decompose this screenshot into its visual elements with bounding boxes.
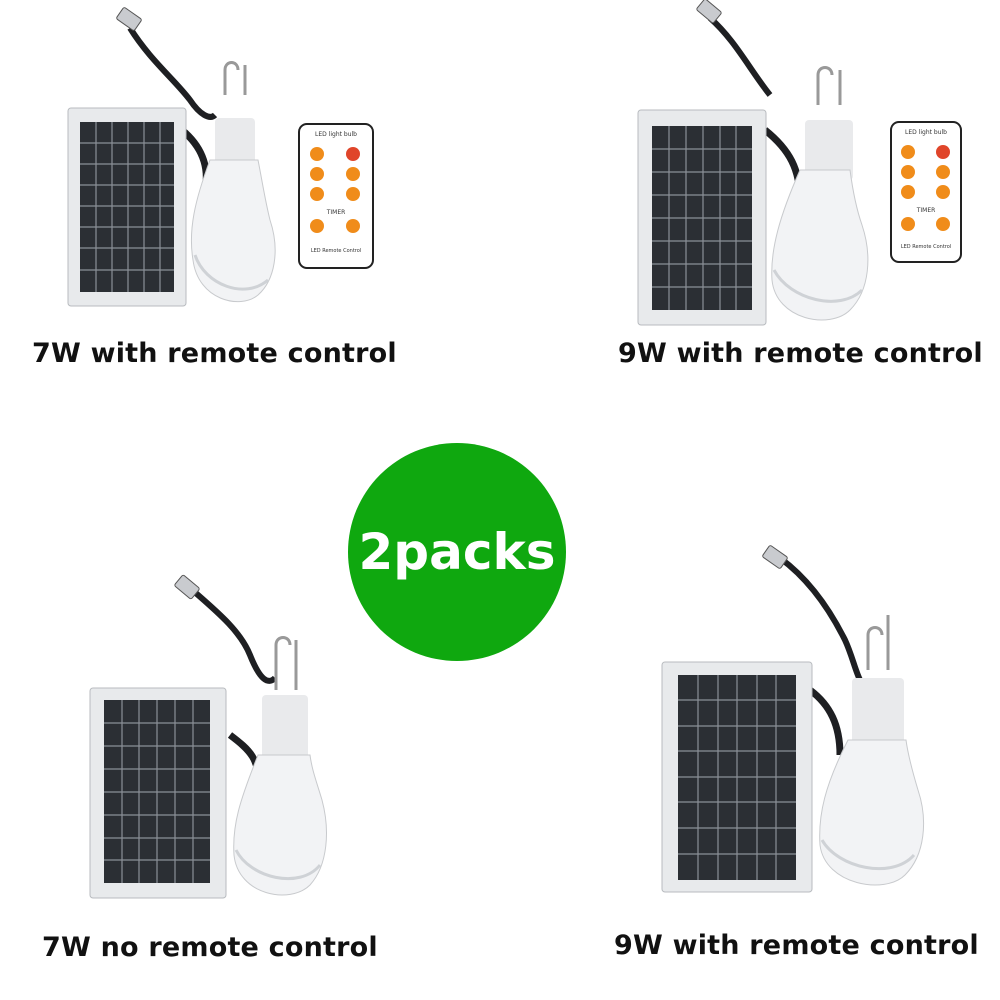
svg-text:TIMER: TIMER <box>326 209 346 216</box>
product-image <box>637 0 869 326</box>
remote-control: LED light bulb TIMER LED Remote Control <box>298 123 374 269</box>
product-caption: 7W no remote control <box>42 932 378 963</box>
packs-badge: 2packs <box>348 443 566 661</box>
product-image <box>661 545 925 893</box>
packs-badge-label: 2packs <box>358 523 556 581</box>
svg-text:TIMER: TIMER <box>916 207 936 214</box>
product-image <box>89 574 327 899</box>
product-9w: 9W with remote control <box>500 530 1000 1000</box>
product-caption: 7W with remote control <box>32 338 397 369</box>
remote-control: LED light bulb TIMER LED Remote Control <box>890 121 962 263</box>
svg-text:LED Remote Control: LED Remote Control <box>901 244 951 250</box>
svg-text:LED Remote Control: LED Remote Control <box>311 248 361 254</box>
product-caption: 9W with remote control <box>614 930 979 961</box>
svg-text:LED light bulb: LED light bulb <box>315 131 357 138</box>
product-7w-no-remote: 7W no remote control <box>0 560 500 1000</box>
svg-text:LED light bulb: LED light bulb <box>905 129 947 136</box>
product-image <box>67 7 276 307</box>
product-7w-remote: LED light bulb TIMER LED Remote Control … <box>0 0 500 400</box>
product-9w-remote: LED light bulb TIMER LED Remote Control … <box>500 0 1000 400</box>
product-caption: 9W with remote control <box>618 338 983 369</box>
